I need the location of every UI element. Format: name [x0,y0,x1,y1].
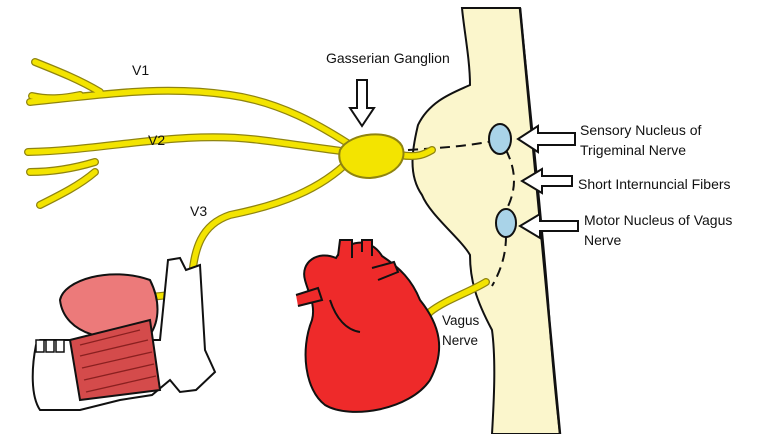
heart [296,240,439,412]
v3-label: V3 [190,203,207,220]
vagus-label-line1: Vagus [442,312,479,329]
ganglion-label: Gasserian Ganglion [326,50,450,67]
motor-nucleus [496,209,516,237]
motor-nucleus-label-line1: Motor Nucleus of Vagus [584,212,732,229]
internuncial-label: Short Internuncial Fibers [578,176,731,193]
gasserian-ganglion [339,134,403,178]
jaw-and-masseter [33,258,215,410]
sensory-nucleus-label-line1: Sensory Nucleus of [580,122,701,139]
sensory-nucleus [489,124,511,154]
sensory-nucleus-label-line2: Trigeminal Nerve [580,142,686,159]
v2-label: V2 [148,132,165,149]
ganglion-arrow [350,80,374,126]
motor-nucleus-label-line2: Nerve [584,232,621,249]
v1-label: V1 [132,62,149,79]
vagus-label-line2: Nerve [442,332,478,349]
